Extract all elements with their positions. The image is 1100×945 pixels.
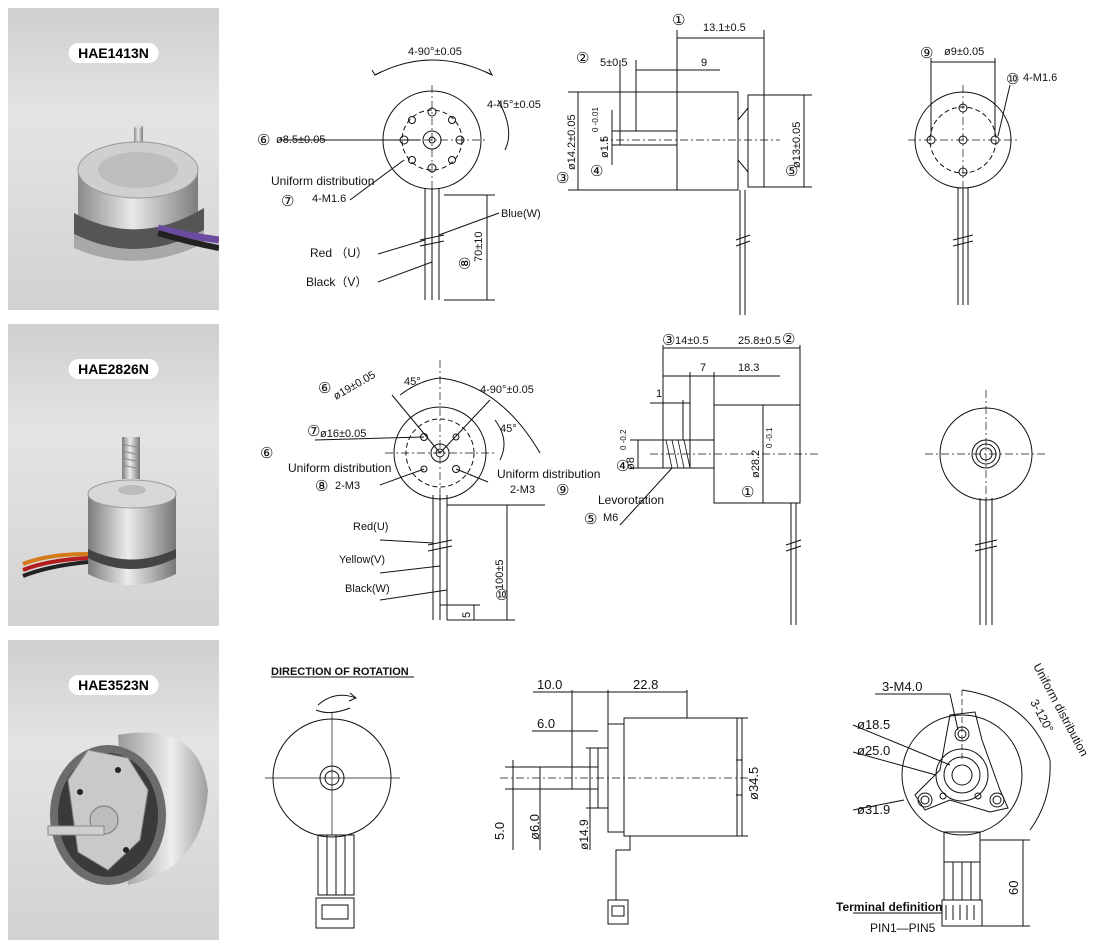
product-photo-hae1413n: HAE1413N [8, 8, 220, 310]
ref-number: ② [782, 331, 795, 348]
uniform-label: Uniform distribution [497, 467, 600, 481]
uniform-label: Uniform distribution [288, 461, 391, 475]
wire-label-black: Black(W) [345, 583, 390, 595]
uniform-label: Uniform distribution [271, 174, 374, 188]
angle-label: 4-90°±0.05 [408, 46, 462, 58]
dimension-label: 7 [700, 362, 706, 374]
pins-label: PIN1—PIN5 [870, 921, 936, 935]
terminal-label: Terminal definition [836, 900, 942, 914]
ref-number: ① [672, 12, 685, 29]
angle-label: 4-90°±0.05 [480, 384, 534, 396]
row1-side-view [568, 30, 812, 315]
wire-label-blue: Blue(W) [501, 208, 541, 220]
dimension-label: 5±0.5 [600, 57, 627, 69]
dimension-label: 22.8 [633, 677, 658, 692]
diameter-label: ø19±0.05 [332, 369, 378, 403]
ref-number: ⑤ [785, 163, 798, 180]
row1-rear-view [908, 58, 1020, 305]
thread-label: 2-M3 [335, 480, 360, 492]
rotation-title: DIRECTION OF ROTATION [271, 666, 409, 678]
motor-photo [74, 124, 220, 261]
ref-number: ⑥ [318, 380, 331, 397]
ref-number: ① [741, 484, 754, 501]
ref-number: ④ [616, 458, 629, 475]
diameter-label: ø28.2 [750, 450, 762, 478]
row2-rear-view [925, 390, 1045, 625]
row3-side-view [500, 690, 750, 925]
wire-label-black: Black（V） [306, 275, 367, 289]
ref-number: ⑩ [495, 587, 508, 604]
ref-number: ⑧ [315, 478, 328, 495]
rotation-label: Levorotation [598, 493, 664, 507]
ref-number: ⑦ [281, 193, 294, 210]
dimension-label: 14±0.5 [675, 335, 709, 347]
motor-photo [22, 437, 177, 585]
motor-photo [47, 732, 208, 885]
tolerance-label: 0 -0.01 [591, 107, 600, 132]
diameter-label: ø34.5 [746, 767, 761, 800]
angle-label: 4-45°±0.05 [487, 99, 541, 111]
diameter-label: ø8 [625, 457, 637, 470]
ref-number: ⑥ [260, 445, 273, 462]
dimension-label: 10.0 [537, 677, 562, 692]
angle-label: 45° [404, 376, 421, 388]
angle-label: 45° [500, 423, 517, 435]
lead-length-label: 100±5 [494, 559, 506, 590]
dimension-label: 1 [656, 388, 662, 400]
wire-label-red: Red （U） [310, 246, 368, 260]
model-label: HAE1413N [68, 43, 159, 63]
ref-number: ⑧ [457, 257, 474, 270]
diameter-label: ø14.9 [577, 819, 591, 850]
lead-length-label: 60 [1006, 881, 1021, 895]
dimension-label: 18.3 [738, 362, 759, 374]
model-label: HAE3523N [68, 675, 159, 695]
diameter-label: ø8.5±0.05 [276, 134, 325, 146]
diameter-label: ø9±0.05 [944, 46, 984, 58]
dimension-label: 25.8±0.5 [738, 335, 781, 347]
row3-rear-view [852, 689, 1051, 927]
thread-label: 3-M4.0 [882, 679, 922, 694]
tolerance-label: 0 -0.2 [619, 429, 628, 450]
diameter-label: ø14.2±0.05 [566, 114, 578, 170]
ref-number: ③ [662, 332, 675, 349]
lead-length-label: 70±10 [473, 231, 485, 262]
tolerance-label: 0 -0.1 [765, 427, 774, 448]
row1-front-view [280, 59, 510, 301]
row3-front-view [265, 676, 414, 929]
diameter-label: ø25.0 [857, 743, 890, 758]
ref-number: ⑨ [556, 482, 569, 499]
ref-number: ⑩ [1006, 71, 1019, 88]
row2-front-view [314, 360, 545, 621]
ref-number: ⑨ [920, 45, 933, 62]
strip-length-label: 5 [461, 612, 473, 618]
diameter-label: ø16±0.05 [320, 428, 366, 440]
ref-number: ⑥ [257, 132, 270, 149]
dimension-label: 6.0 [537, 716, 555, 731]
ref-number: ④ [590, 163, 603, 180]
wire-label-yellow: Yellow(V) [339, 554, 385, 566]
ref-number: ⑦ [307, 423, 320, 440]
thread-label: 2-M3 [510, 484, 535, 496]
row2-side-view [619, 345, 820, 625]
wire-label-red: Red(U) [353, 521, 388, 533]
ref-number: ② [576, 50, 589, 67]
diameter-label: ø13±0.05 [791, 122, 803, 168]
diameter-label: ø31.9 [857, 802, 890, 817]
diameter-label: ø1.5 [599, 136, 611, 158]
thread-label: M6 [603, 512, 618, 524]
dimension-label: 5.0 [492, 822, 507, 840]
product-photo-hae2826n: HAE2826N [8, 324, 219, 626]
ref-number: ③ [556, 170, 569, 187]
ref-number: ⑤ [584, 511, 597, 528]
model-label: HAE2826N [68, 359, 159, 379]
thread-label: 4-M1.6 [312, 193, 346, 205]
thread-label: 4-M1.6 [1023, 72, 1057, 84]
dimension-label: 13.1±0.5 [703, 22, 746, 34]
dimension-label: 9 [701, 57, 707, 69]
product-photo-hae3523n: HAE3523N [8, 640, 219, 940]
diameter-label: ø18.5 [857, 717, 890, 732]
diameter-label: ø6.0 [527, 814, 542, 840]
